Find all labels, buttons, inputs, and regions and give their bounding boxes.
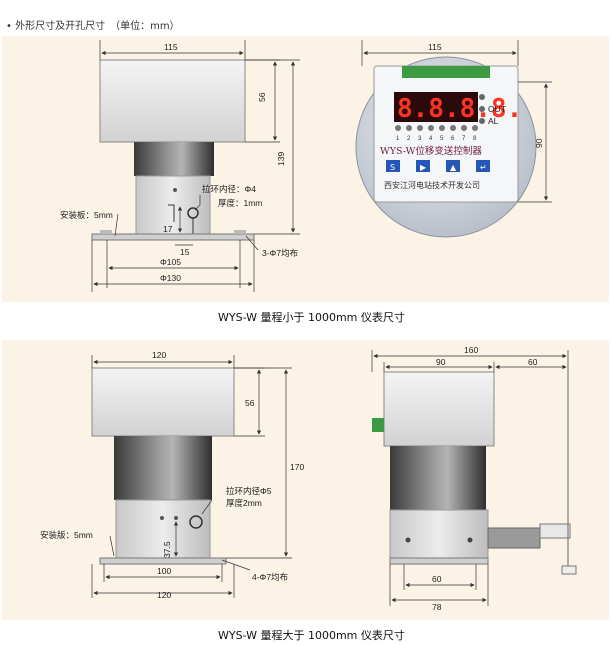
indicator-label-3: AL: [488, 116, 499, 126]
dim-height-170: 170: [290, 462, 304, 472]
set-button[interactable]: [386, 160, 400, 172]
note-ring-d4: 拉环内径：Φ4: [202, 184, 256, 194]
side-drum: [390, 446, 486, 510]
dim-37-5: 37.5: [162, 541, 172, 558]
status-led-label: 8: [473, 136, 477, 142]
status-led: [406, 125, 412, 131]
dim-side-78: 78: [432, 602, 442, 612]
dim-width-115: 115: [164, 42, 178, 52]
controller-title: WYS-W位移变送控制器: [380, 145, 482, 157]
dim-side-90: 90: [436, 357, 446, 367]
dim-height-56: 56: [257, 92, 267, 102]
dim-height-56: 56: [245, 398, 255, 408]
drum: [114, 436, 212, 500]
status-led-label: 2: [407, 136, 411, 142]
note-ring-d5: 拉环内径Φ5: [226, 486, 272, 496]
dim-side-160: 160: [464, 345, 478, 355]
svg-text:↵: ↵: [480, 163, 487, 172]
status-led-label: 7: [462, 136, 466, 142]
dimension-lines-side: [371, 350, 569, 606]
dimension-lines-large: [91, 355, 292, 598]
shift-button[interactable]: [416, 160, 430, 172]
wire-clip: [561, 565, 577, 575]
dimension-lines-controller: [361, 40, 552, 203]
front-view-small: [91, 59, 255, 241]
status-led: [428, 125, 434, 131]
dim-width-120-top: 120: [152, 350, 166, 360]
dim-17: 17: [163, 224, 173, 234]
dim-width-100: 100: [157, 566, 171, 576]
svg-text:▶: ▶: [420, 163, 427, 172]
mounting-plate: [91, 233, 255, 241]
status-led: [472, 125, 478, 131]
note-holes-4: 4-Φ7均布: [252, 572, 288, 582]
top-cover: [99, 59, 246, 143]
terminal-strip: [402, 66, 490, 78]
header-note: • 外形尺寸及开孔尺寸 （单位：mm）: [6, 21, 180, 32]
side-cover: [383, 371, 495, 447]
status-led-label: 5: [440, 136, 444, 142]
svg-text:▲: ▲: [450, 163, 457, 172]
dim-width-120-bottom: 120: [157, 590, 171, 600]
front-view-large: [91, 367, 235, 565]
shaft: [487, 527, 541, 549]
bracket: [539, 523, 571, 539]
up-button[interactable]: [446, 160, 460, 172]
led-display: [394, 92, 478, 122]
status-led-row: 1 2 3 4 5 6 7 8: [395, 125, 478, 142]
status-led: [439, 125, 445, 131]
side-terminal: [372, 418, 384, 432]
dim-15: 15: [180, 247, 190, 257]
display-digits: 8.8.8.8.: [397, 94, 522, 124]
dimension-lines-small: [91, 40, 300, 292]
note-holes-3: 3-Φ7均布: [262, 248, 298, 258]
dim-height-139: 139: [276, 152, 286, 166]
indicator-label-2: OUT: [488, 104, 506, 114]
sensor-body: [115, 499, 211, 559]
note-plate-5: 安装版：5mm: [40, 530, 93, 540]
status-led: [417, 125, 423, 131]
dim-phi105: Φ105: [160, 257, 181, 267]
note-thickness-1: 厚度：1mm: [218, 198, 262, 208]
status-led: [450, 125, 456, 131]
pull-ring: [189, 515, 203, 529]
enter-button[interactable]: [476, 160, 490, 172]
dim-side-60: 60: [528, 357, 538, 367]
status-led: [395, 125, 401, 131]
note-plate-5: 安装板：5mm: [60, 210, 113, 220]
side-view-large: [372, 371, 577, 575]
caption-small-range: WYS-W 量程小于 1000mm 仪表尺寸: [218, 311, 405, 324]
top-cover: [91, 367, 235, 437]
caption-large-range: WYS-W 量程大于 1000mm 仪表尺寸: [218, 629, 405, 642]
status-led-label: 6: [451, 136, 455, 142]
status-led-label: 3: [418, 136, 422, 142]
status-led: [461, 125, 467, 131]
dim-controller-90: 90: [534, 138, 544, 148]
status-led-label: 1: [396, 136, 400, 142]
drum: [134, 142, 214, 176]
status-led-label: 4: [429, 136, 433, 142]
dim-controller-115: 115: [428, 42, 442, 52]
dim-phi130: Φ130: [160, 273, 181, 283]
svg-text:S: S: [390, 163, 395, 172]
dim-side-60-bottom: 60: [432, 574, 442, 584]
company-name: 西安江河电站技术开发公司: [384, 180, 480, 190]
mounting-plate: [99, 557, 227, 565]
note-thickness-2: 厚度2mm: [226, 498, 262, 508]
side-body: [389, 509, 489, 559]
